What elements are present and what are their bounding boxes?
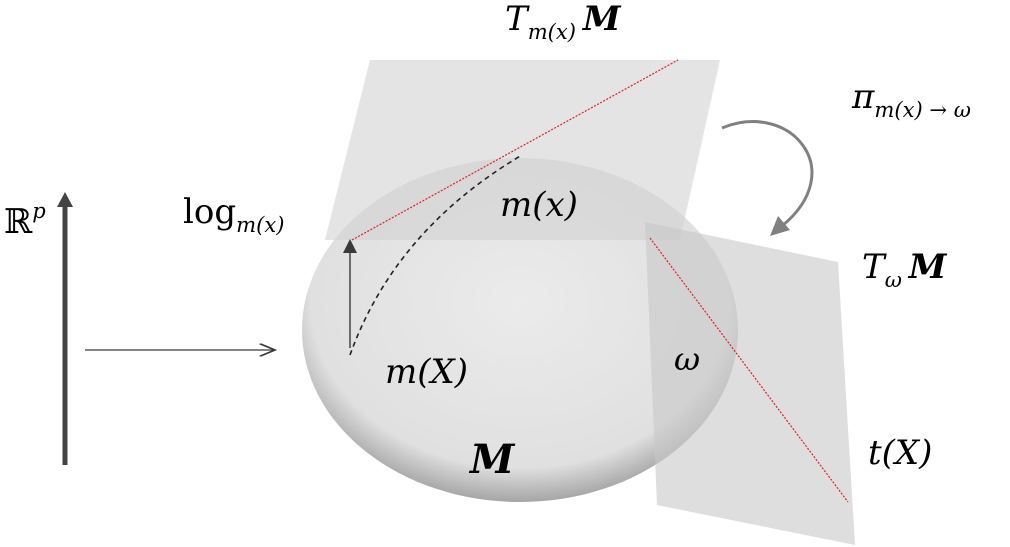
geodesic-line-mx <box>351 59 679 241</box>
transport-label: πm(x) → ω <box>852 77 971 122</box>
geodesic-curve <box>349 154 523 356</box>
mx-label: m(x) <box>500 185 578 225</box>
tangent-plane-omega <box>645 222 855 545</box>
rp-label: ℝp <box>4 198 46 242</box>
rp-axis-arrowhead <box>57 192 73 207</box>
omega-label: ω <box>674 340 701 378</box>
tX-label: t(X) <box>868 433 933 473</box>
tangent-space-omega-label: Tω M <box>862 247 947 292</box>
transport-arrowhead <box>770 216 790 236</box>
manifold-label: M <box>470 436 515 483</box>
tangent-plane-mx <box>325 60 720 240</box>
mX-label: m(X) <box>385 352 468 392</box>
geodesic-line-omega <box>649 237 849 503</box>
log-map-label: logm(x) <box>183 192 285 237</box>
manifold-surface <box>302 158 738 502</box>
tangent-space-mx-label: Tm(x) M <box>505 0 621 44</box>
transport-curved-arrow <box>721 120 814 228</box>
